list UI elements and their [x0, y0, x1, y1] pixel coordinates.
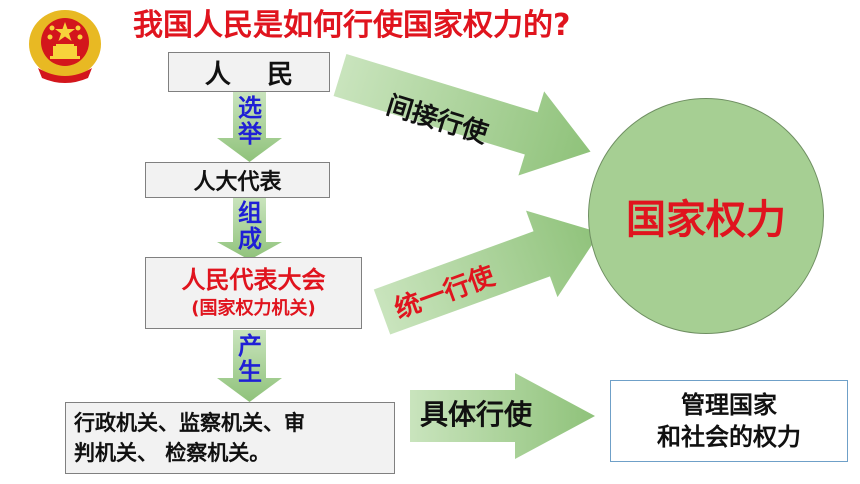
arrow-specific-exercise — [410, 373, 595, 459]
label-specific-exercise: 具体行使 — [420, 398, 533, 431]
down-arrow-elect — [217, 92, 282, 162]
label-produce-char-1: 产 — [238, 332, 262, 360]
label-form: 组 成 — [235, 200, 265, 252]
node-congress-title: 人民代表大会 — [181, 266, 326, 294]
node-congress-subtitle: (国家权力机关) — [191, 298, 316, 319]
node-manage-power-line2: 和社会的权力 — [657, 423, 801, 451]
state-power-circle: 国家权力 — [588, 98, 824, 334]
label-form-char-1: 组 — [238, 199, 262, 227]
national-emblem-icon — [20, 4, 110, 86]
state-power-label: 国家权力 — [626, 197, 786, 243]
node-deputies-label: 人大代表 — [193, 170, 282, 195]
page-title: 我国人民是如何行使国家权力的? — [133, 8, 571, 43]
label-produce-char-2: 生 — [238, 358, 262, 386]
label-elect-char-2: 举 — [238, 120, 262, 148]
node-deputies: 人大代表 — [145, 162, 330, 198]
label-elect-char-1: 选 — [238, 94, 262, 122]
node-state-organs: 行政机关、监察机关、审 判机关、 检察机关。 — [65, 402, 395, 474]
node-state-organs-line2: 判机关、 检察机关。 — [74, 441, 271, 465]
arrow-indirect-exercise — [333, 53, 591, 176]
node-state-organs-line1: 行政机关、监察机关、审 — [74, 411, 305, 435]
node-manage-power-line1: 管理国家 — [681, 391, 777, 419]
node-manage-power: 管理国家 和社会的权力 — [610, 380, 848, 462]
label-produce: 产 生 — [235, 333, 265, 385]
arrow-unified-exercise — [373, 210, 601, 335]
label-form-char-2: 成 — [238, 225, 262, 253]
node-people-label: 人 民 — [204, 59, 294, 90]
label-elect: 选 举 — [235, 95, 265, 147]
down-arrow-form — [217, 198, 282, 260]
down-arrow-produce — [217, 330, 282, 402]
node-congress: 人民代表大会 (国家权力机关) — [145, 257, 362, 329]
node-people: 人 民 — [168, 52, 330, 92]
